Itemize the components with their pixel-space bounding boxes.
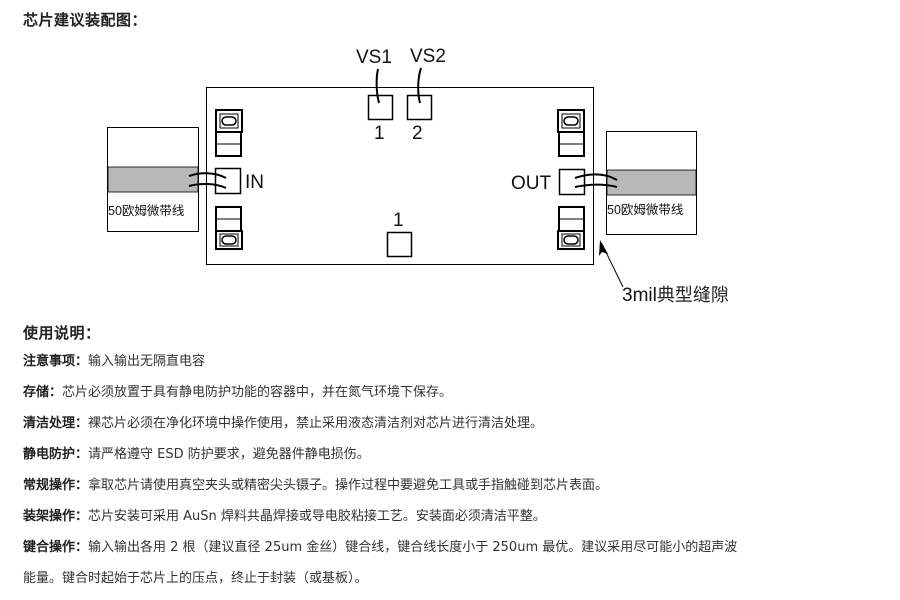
note-label: 静电防护：	[23, 447, 89, 462]
in-label: IN	[245, 172, 264, 193]
note-label: 注意事项：	[23, 354, 89, 369]
note-bonding-continuation: 能量。键合时起始于芯片上的压点，终止于封装（或基板）。	[23, 571, 368, 586]
assembly-diagram-title: 芯片建议装配图：	[23, 11, 148, 29]
out-bond-wire-2	[574, 183, 618, 188]
vs1-label: VS1	[356, 47, 392, 68]
gap-annotation-prefix: 3mil	[622, 285, 657, 306]
usage-instructions-title: 使用说明：	[23, 324, 101, 342]
right-top-capacitor	[557, 109, 585, 157]
in-bond-wire-2	[188, 182, 227, 189]
out-label: OUT	[511, 173, 552, 194]
note-cleaning: 清洁处理：裸芯片必须在净化环境中操作使用，禁止采用液态清洁剂对芯片进行清洁处理。	[23, 414, 883, 445]
note-mounting: 装架操作：芯片安装可采用 AuSn 焊料共晶焊接或导电胶粘接工艺。安装面必须清洁…	[23, 507, 883, 538]
note-text: 输入输出各用 2 根（建议直径 25um 金丝）键合线，键合线长度小于 250u…	[88, 540, 738, 555]
gap-arrow-head	[599, 240, 608, 256]
vs2-label: VS2	[410, 46, 446, 67]
in-bond-wire-1	[188, 172, 227, 179]
note-text: 芯片安装可采用 AuSn 焊料共晶焊接或导电胶粘接工艺。安装面必须清洁平整。	[88, 509, 546, 524]
ground-pad-number: 1	[393, 210, 404, 231]
vs1-pad	[367, 94, 394, 121]
left-microstrip: 50欧姆微带线	[107, 127, 199, 232]
note-text: 拿取芯片请使用真空夹头或精密尖头镊子。操作过程中要避免工具或手指触碰到芯片表面。	[88, 478, 609, 493]
gap-annotation: 3mil典型缝隙	[622, 285, 729, 306]
note-text: 芯片必须放置于具有静电防护功能的容器中，并在氮气环境下保存。	[62, 385, 453, 400]
assembly-diagram: 50欧姆微带线 50欧姆微带线 IN	[107, 46, 729, 306]
note-text: 请严格遵守 ESD 防护要求，避免器件静电损伤。	[88, 447, 370, 462]
note-label: 清洁处理：	[23, 416, 89, 431]
right-bottom-capacitor	[557, 206, 585, 250]
right-microstrip-line	[606, 169, 697, 196]
vs1-bond-wire	[375, 68, 380, 104]
gap-annotation-suffix: 典型缝隙	[657, 285, 729, 306]
left-microstrip-label: 50欧姆微带线	[108, 204, 185, 218]
left-top-capacitor	[215, 109, 243, 157]
left-microstrip-line	[107, 166, 199, 193]
note-precautions: 注意事项：输入输出无隔直电容	[23, 352, 883, 383]
note-bonding: 键合操作：输入输出各用 2 根（建议直径 25um 金丝）键合线，键合线长度小于…	[23, 538, 883, 569]
right-microstrip-label: 50欧姆微带线	[607, 203, 684, 217]
usage-notes: 注意事项：输入输出无隔直电容 存储：芯片必须放置于具有静电防护功能的容器中，并在…	[23, 352, 883, 600]
note-label: 常规操作：	[23, 478, 89, 493]
vs2-bond-wire	[417, 67, 422, 104]
note-label: 键合操作：	[23, 540, 89, 555]
ground-pad	[386, 231, 413, 258]
pad1-number: 1	[374, 123, 385, 144]
out-bond-wire-1	[574, 173, 618, 181]
right-microstrip: 50欧姆微带线	[606, 131, 697, 235]
pad2-number: 2	[412, 123, 423, 144]
note-label: 装架操作：	[23, 509, 89, 524]
carrier-outline	[206, 87, 594, 265]
left-bottom-capacitor	[215, 206, 243, 250]
note-text: 输入输出无隔直电容	[88, 354, 206, 369]
note-text: 裸芯片必须在净化环境中操作使用，禁止采用液态清洁剂对芯片进行清洁处理。	[88, 416, 544, 431]
note-label: 存储：	[23, 385, 63, 400]
in-pad	[214, 167, 242, 195]
note-handling: 常规操作：拿取芯片请使用真空夹头或精密尖头镊子。操作过程中要避免工具或手指触碰到…	[23, 476, 883, 507]
out-pad	[558, 168, 586, 196]
note-storage: 存储：芯片必须放置于具有静电防护功能的容器中，并在氮气环境下保存。	[23, 383, 883, 414]
note-esd: 静电防护：请严格遵守 ESD 防护要求，避免器件静电损伤。	[23, 445, 883, 476]
